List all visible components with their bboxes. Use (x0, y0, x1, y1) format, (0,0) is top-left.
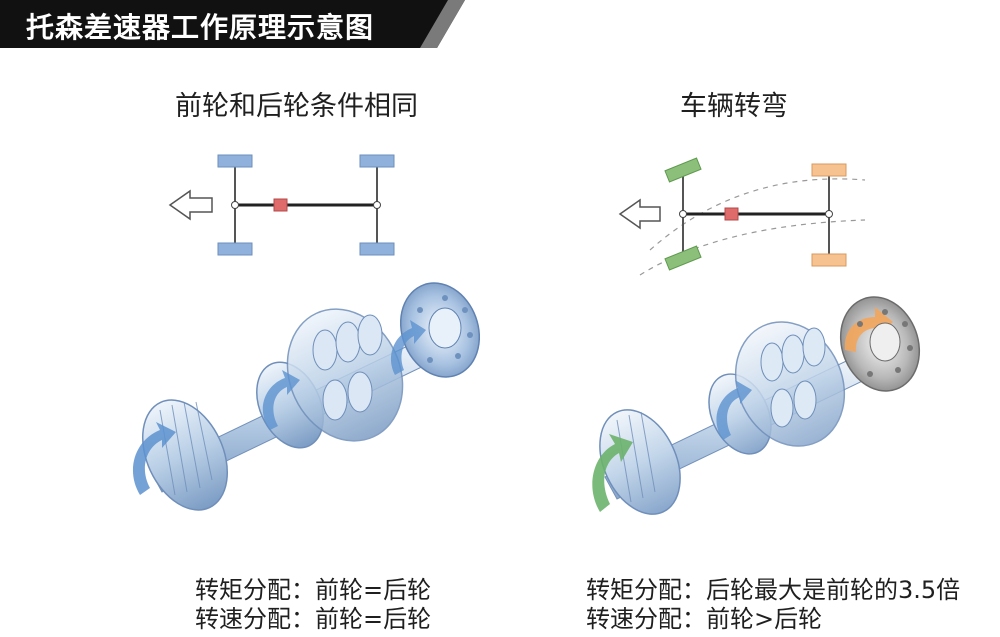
left-speed-distribution: 转速分配：前轮=后轮 (195, 605, 432, 633)
direction-arrow-icon (618, 198, 661, 230)
right-panel-title: 车辆转弯 (680, 91, 788, 122)
left-panel-title: 前轮和后轮条件相同 (175, 91, 418, 122)
rear-left-wheel (359, 154, 395, 168)
front-output-torque-arrow-icon (716, 380, 752, 440)
input-torque-arrow-icon (132, 422, 176, 495)
front-left-wheel (217, 154, 253, 168)
right-drivetrain-schematic (618, 157, 866, 276)
input-torque-arrow-icon (592, 434, 633, 512)
right-torsen-illustration (592, 296, 921, 515)
header-banner: 托森差速器工作原理示意图 (0, 0, 465, 48)
rear-right-wheel (359, 242, 395, 256)
direction-arrow-icon (168, 189, 213, 221)
front-output-torque-arrow-icon (262, 370, 300, 430)
front-right-wheel (664, 245, 702, 271)
right-torque-distribution: 转矩分配：后轮最大是前轮的3.5倍 (586, 576, 961, 604)
banner-shape (0, 0, 465, 48)
center-differential (273, 198, 288, 212)
rear-output-torque-arrow-icon (844, 307, 893, 352)
left-torque-distribution: 转矩分配：前轮=后轮 (195, 576, 432, 604)
front-left-wheel (664, 157, 702, 183)
rear-right-wheel (811, 253, 847, 267)
page-title: 托森差速器工作原理示意图 (26, 11, 375, 44)
front-right-wheel (217, 242, 253, 256)
rear-output-torque-arrow-icon (391, 320, 426, 375)
center-differential (724, 207, 739, 221)
left-drivetrain-schematic (168, 154, 395, 256)
rear-left-wheel (811, 163, 847, 177)
left-torsen-illustration (132, 282, 481, 511)
right-speed-distribution: 转速分配：前轮>后轮 (586, 605, 823, 633)
